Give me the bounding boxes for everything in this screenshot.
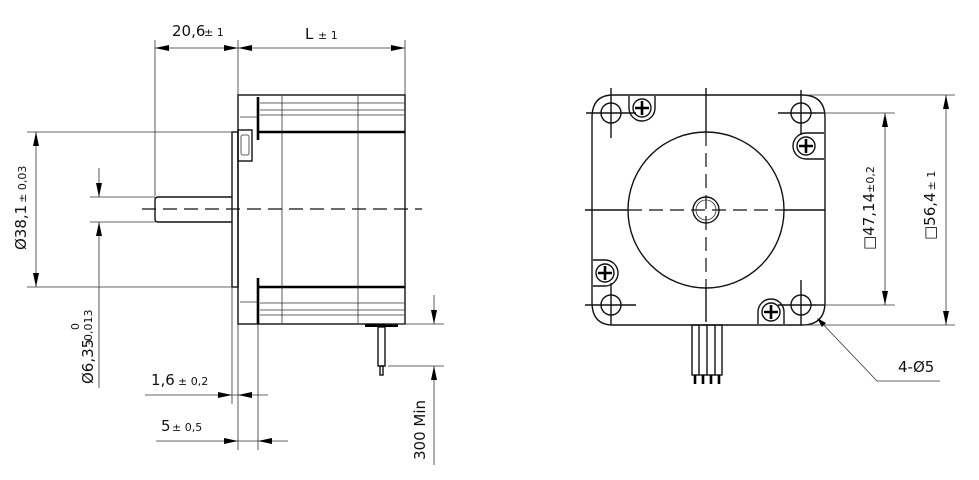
svg-text:0: 0 [69, 323, 82, 330]
svg-text:5: 5 [161, 417, 171, 435]
screw-icon [628, 96, 656, 122]
dim-pilot-height: 1,6 ± 0,2 [145, 288, 268, 450]
dim-shaft-length: 20,6 ± 1 [155, 22, 238, 51]
motor-body-front [591, 94, 826, 326]
dim-lead-length: 300 Min [385, 295, 444, 465]
dim-shaft-diameter: Ø6,35 0 -0,013 [69, 168, 155, 388]
mounting-hole-icon [585, 283, 636, 325]
svg-text:1,6: 1,6 [151, 371, 175, 389]
hole-callout: 4-Ø5 [817, 318, 940, 382]
screws [593, 96, 824, 324]
lead-wire-side [365, 324, 398, 376]
svg-text:300 Min: 300 Min [411, 400, 429, 460]
pilot-circle [627, 131, 785, 289]
dim-body-length: L ± 1 [238, 25, 405, 51]
dim-hole-spacing: □47,14±0,2 [816, 112, 895, 306]
svg-text:Ø38,1± 0,03: Ø38,1± 0,03 [12, 166, 30, 250]
screw-icon [593, 259, 619, 287]
svg-text:± 0,5: ± 0,5 [172, 421, 202, 434]
svg-text:± 1: ± 1 [318, 29, 338, 42]
shaft-circle [692, 196, 720, 224]
svg-text:Ø6,35: Ø6,35 [79, 339, 97, 384]
screw-icon [792, 132, 824, 160]
screw-icon [757, 298, 785, 324]
svg-text:± 1: ± 1 [204, 26, 224, 39]
mounting-hole-icon [778, 280, 825, 325]
mounting-hole-icon [778, 90, 825, 135]
svg-text:□47,14±0,2: □47,14±0,2 [860, 166, 878, 250]
dim-body-square: □56,4± 1 [804, 94, 955, 326]
mounting-holes [585, 88, 825, 325]
svg-text:□56,4± 1: □56,4± 1 [921, 171, 939, 240]
svg-text:4-Ø5: 4-Ø5 [898, 358, 934, 376]
side-view: 20,6 ± 1 L ± 1 [12, 22, 444, 465]
svg-text:-0,013: -0,013 [82, 310, 95, 345]
mounting-hole-icon [586, 88, 636, 138]
connector-pins [691, 324, 723, 384]
svg-text:± 0,2: ± 0,2 [178, 375, 208, 388]
svg-text:L: L [305, 25, 314, 43]
dim-flange-thickness: 5 ± 0,5 [156, 417, 288, 444]
dim-pilot-diameter: Ø38,1± 0,03 [12, 131, 232, 288]
front-view: □47,14±0,2 □56,4± 1 4-Ø5 [585, 88, 955, 384]
svg-text:20,6: 20,6 [172, 22, 205, 40]
